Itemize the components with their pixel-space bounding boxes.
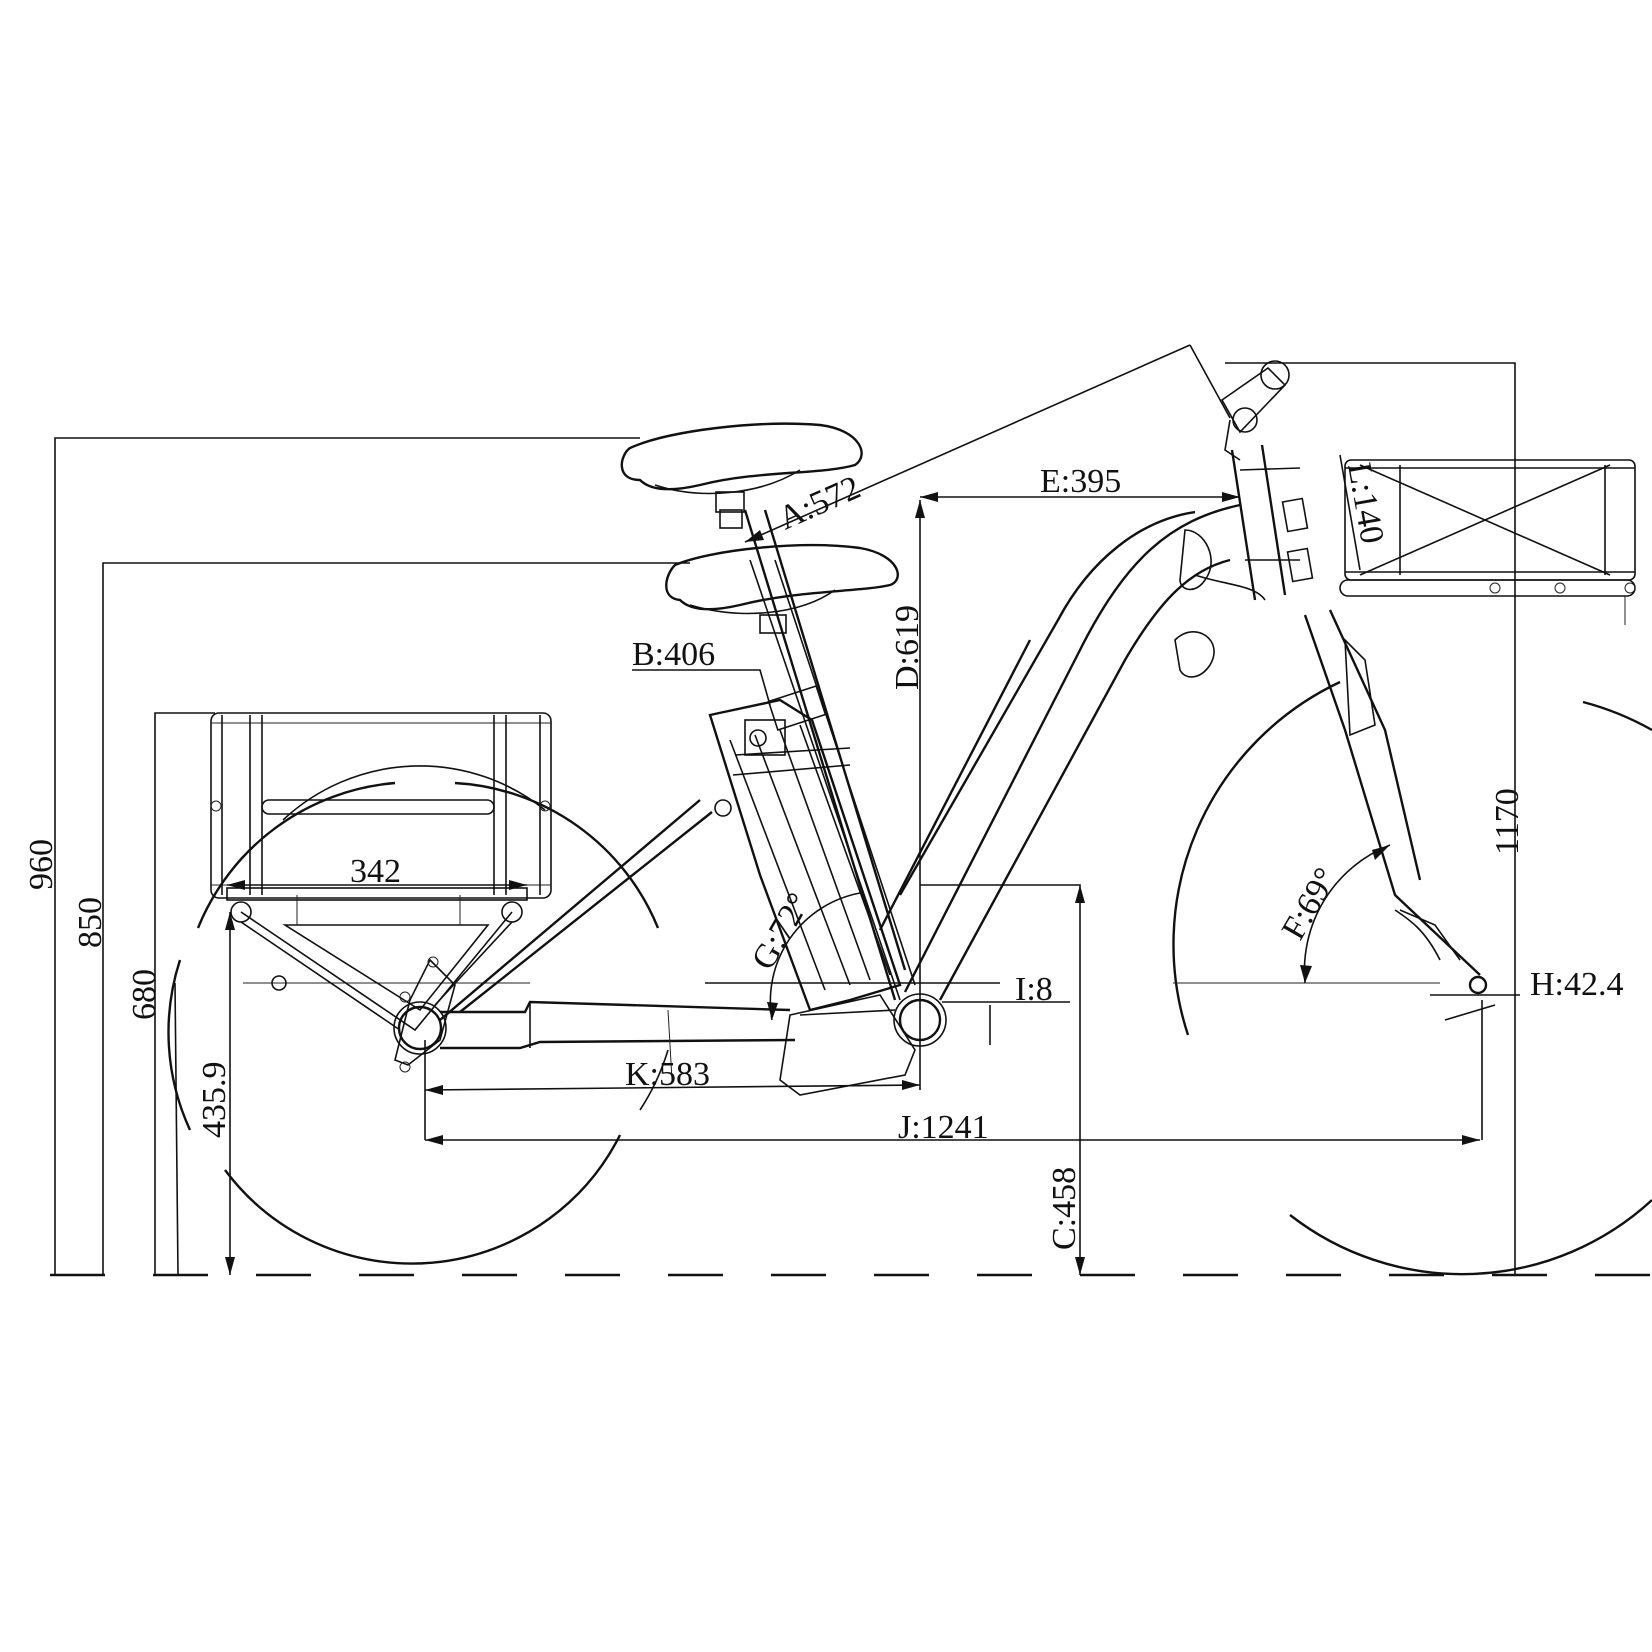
saddle-high: [620, 422, 863, 529]
dim-label-342: 342: [350, 853, 401, 890]
dim-label-435: 435.9: [196, 1062, 233, 1139]
rear-rack: [226, 887, 528, 1032]
battery: [708, 698, 916, 1096]
dim-label-C: C:458: [1046, 1167, 1083, 1250]
dim-label-1170: 1170: [1489, 788, 1526, 855]
dim-label-B: B:406: [632, 636, 715, 673]
dim-label-850: 850: [72, 897, 109, 948]
bike-frame: [439, 503, 1266, 1050]
dim-label-K: K:583: [625, 1056, 710, 1093]
dim-label-F: F:69°: [1275, 862, 1345, 946]
dim-label-I: I:8: [1015, 971, 1053, 1008]
dim-label-G: G:72°: [745, 887, 818, 976]
front-fork: [1303, 609, 1496, 1021]
rear-wheel: [167, 765, 669, 1265]
dimension-lines: [54, 344, 1520, 1276]
dim-label-D: D:619: [889, 605, 926, 690]
saddle-low: [665, 544, 899, 634]
seat-post: [743, 509, 907, 1001]
dim-label-960: 960: [23, 839, 60, 890]
dim-label-H: H:42.4: [1530, 966, 1624, 1003]
dim-label-A: A:572: [773, 469, 866, 537]
dim-label-E: E:395: [1040, 463, 1121, 500]
dim-label-J: J:1241: [898, 1109, 989, 1146]
handlebar-stem: [1220, 360, 1290, 461]
head-tube: [1230, 444, 1314, 601]
front-basket: [1339, 459, 1636, 625]
front-wheel: [1172, 680, 1652, 1276]
rear-basket: [210, 712, 552, 899]
dim-label-680: 680: [126, 969, 163, 1020]
dim-label-L: L:140: [1340, 460, 1391, 546]
rear-dropout: [393, 956, 456, 1073]
